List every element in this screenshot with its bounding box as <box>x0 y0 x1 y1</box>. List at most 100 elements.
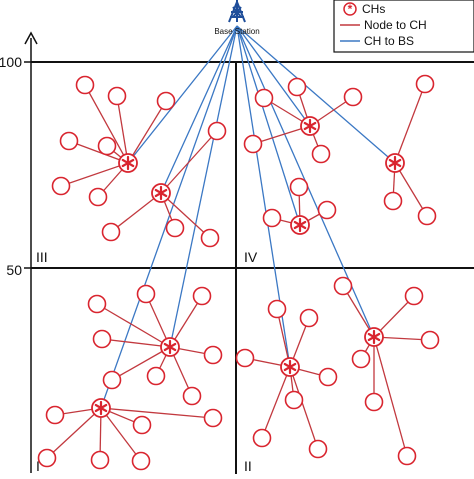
quadrant-label-iv: IV <box>244 249 258 265</box>
asterisk-icon <box>94 400 108 416</box>
sensor-node <box>132 415 152 435</box>
asterisk-icon: * <box>348 2 353 16</box>
sensor-node <box>75 75 95 95</box>
node-to-ch-link <box>100 407 142 462</box>
quadrant-label-i: I <box>36 458 40 474</box>
cluster-head-ii-8 <box>280 357 300 377</box>
sensor-node <box>45 405 65 425</box>
y-tick-label-50: 50 <box>6 262 22 278</box>
node-to-ch-link <box>116 95 129 164</box>
cluster-head-iii-2 <box>151 183 171 203</box>
sensor-node <box>333 276 353 296</box>
sensor-node <box>203 345 223 365</box>
node-to-ch-link <box>60 162 129 187</box>
node-to-ch-link <box>394 162 428 217</box>
sensor-node <box>200 228 220 248</box>
node-to-ch-link <box>46 407 102 459</box>
node-to-ch-link <box>261 366 291 439</box>
node-to-ch-link <box>68 140 129 164</box>
y-axis-arrow-icon <box>24 31 38 45</box>
sensor-node <box>90 450 110 470</box>
sensor-node <box>207 121 227 141</box>
sensor-node <box>88 187 108 207</box>
sensor-node <box>289 177 309 197</box>
sensor-node <box>317 200 337 220</box>
sensor-node <box>254 88 274 108</box>
node-to-ch-link <box>394 83 426 164</box>
sensor-node <box>192 286 212 306</box>
legend: * CHs Node to CH CH to BS <box>333 0 474 53</box>
sensor-node <box>156 91 176 111</box>
asterisk-icon <box>293 217 307 233</box>
node-to-ch-link <box>169 295 203 348</box>
node-to-ch-link <box>373 336 408 457</box>
node-to-ch-link <box>342 285 375 338</box>
sensor-node <box>37 448 57 468</box>
sensor-node <box>146 366 166 386</box>
sensor-node <box>203 408 223 428</box>
asterisk-icon <box>283 359 297 375</box>
legend-label-ch-to-bs: CH to BS <box>364 34 414 48</box>
sensor-node <box>415 74 435 94</box>
sensor-node <box>267 299 287 319</box>
sensor-node <box>311 144 331 164</box>
node-to-ch-link <box>111 346 171 381</box>
y-tick-label-100: 100 <box>0 54 22 70</box>
node-to-ch-link <box>101 338 171 348</box>
legend-ch-marker: * <box>343 2 357 16</box>
sensor-node <box>235 348 255 368</box>
sensor-node <box>243 134 263 154</box>
y-axis: 100 50 <box>0 31 38 473</box>
sensor-node <box>420 330 440 350</box>
ch-to-bs-link-6 <box>169 25 238 348</box>
ch-to-bs-link-2 <box>160 25 238 194</box>
node-to-ch-link <box>127 100 167 164</box>
sensor-node <box>364 392 384 412</box>
asterisk-icon <box>163 339 177 355</box>
legend-label-node-to-ch: Node to CH <box>364 18 427 32</box>
node-to-ch-link <box>160 192 211 239</box>
asterisk-icon <box>121 155 135 171</box>
sensor-node <box>343 87 363 107</box>
base-station: Base Station <box>214 0 260 36</box>
ch-to-bs-link-1 <box>127 25 238 164</box>
sensor-node <box>51 176 71 196</box>
tower-icon <box>228 0 246 23</box>
legend-box <box>333 0 474 53</box>
asterisk-icon <box>154 185 168 201</box>
legend-ch-circle-icon <box>343 2 357 16</box>
sensor-node <box>308 439 328 459</box>
sensor-node <box>417 206 437 226</box>
sensor-node <box>136 284 156 304</box>
node-to-ch-link <box>84 84 129 164</box>
asterisk-icon <box>303 118 317 134</box>
sensor-node <box>252 428 272 448</box>
node-to-ch-link <box>276 308 291 368</box>
ch-to-bs-link-5 <box>236 25 301 226</box>
sensor-node <box>59 131 79 151</box>
sensor-node <box>165 218 185 238</box>
sensor-node <box>107 86 127 106</box>
node-to-ch-link <box>289 366 319 450</box>
sensor-node <box>262 208 282 228</box>
ch-to-bs-link-3 <box>236 25 311 127</box>
sensor-node <box>287 77 307 97</box>
cluster-head-iv-3 <box>300 116 320 136</box>
asterisk-icon <box>367 329 381 345</box>
cluster-head-ii-9 <box>364 327 384 347</box>
cluster-head-i-6 <box>160 337 180 357</box>
sensor-node <box>299 308 319 328</box>
sensor-node <box>397 446 417 466</box>
legend-label-chs: CHs <box>362 2 385 16</box>
node-to-ch-link <box>252 125 311 145</box>
node-to-ch-link <box>110 192 162 233</box>
sensor-nodes <box>37 74 440 471</box>
node-to-ch-link <box>160 130 218 194</box>
sensor-node <box>102 370 122 390</box>
ch-to-bs-link-4 <box>236 25 396 164</box>
asterisk-icon <box>388 155 402 171</box>
sensor-node <box>87 294 107 314</box>
node-to-ch-link <box>100 407 214 419</box>
node-to-ch-link <box>96 303 171 348</box>
